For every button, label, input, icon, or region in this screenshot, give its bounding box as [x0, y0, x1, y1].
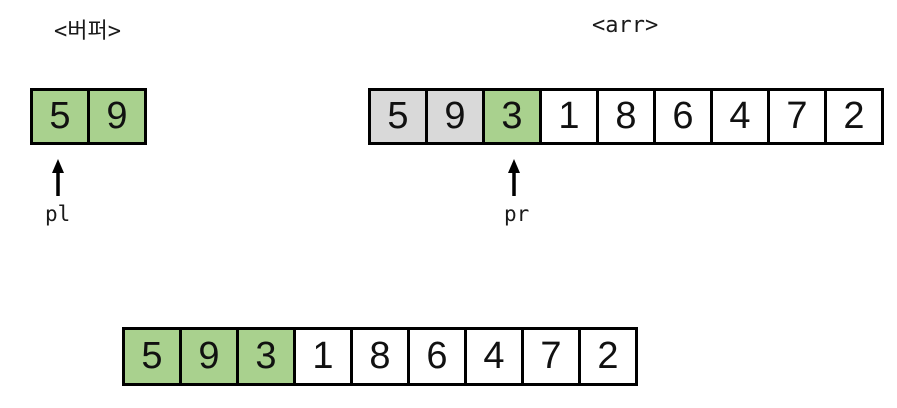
merged-array: 5 9 3 1 8 6 4 7 2: [122, 327, 638, 386]
arr-cell-7: 7: [767, 88, 827, 145]
merged-cell-6: 4: [464, 327, 524, 386]
arr-cell-0: 5: [368, 88, 428, 145]
arr-array: 5 9 3 1 8 6 4 7 2: [368, 88, 884, 145]
buffer-cell-0: 5: [30, 88, 90, 145]
arr-cell-3: 1: [539, 88, 599, 145]
merged-cell-3: 1: [293, 327, 353, 386]
merged-cell-0: 5: [122, 327, 182, 386]
merged-cell-5: 6: [407, 327, 467, 386]
buffer-cell-1: 9: [87, 88, 147, 145]
pr-arrow-up-icon: [508, 159, 520, 196]
pl-arrow-up-icon: [52, 159, 64, 196]
merged-cell-7: 7: [521, 327, 581, 386]
arr-cell-2: 3: [482, 88, 542, 145]
arr-title: <arr>: [592, 13, 659, 38]
arr-cell-1: 9: [425, 88, 485, 145]
pr-pointer-label: pr: [504, 202, 530, 226]
merged-cell-8: 2: [578, 327, 638, 386]
buffer-title: <버퍼>: [54, 19, 121, 44]
merged-cell-4: 8: [350, 327, 410, 386]
arr-cell-8: 2: [824, 88, 884, 145]
buffer-array: 5 9: [30, 88, 147, 145]
merged-cell-1: 9: [179, 327, 239, 386]
merged-cell-2: 3: [236, 327, 296, 386]
arr-cell-6: 4: [710, 88, 770, 145]
arr-cell-4: 8: [596, 88, 656, 145]
pl-pointer-label: pl: [45, 202, 71, 226]
arr-cell-5: 6: [653, 88, 713, 145]
